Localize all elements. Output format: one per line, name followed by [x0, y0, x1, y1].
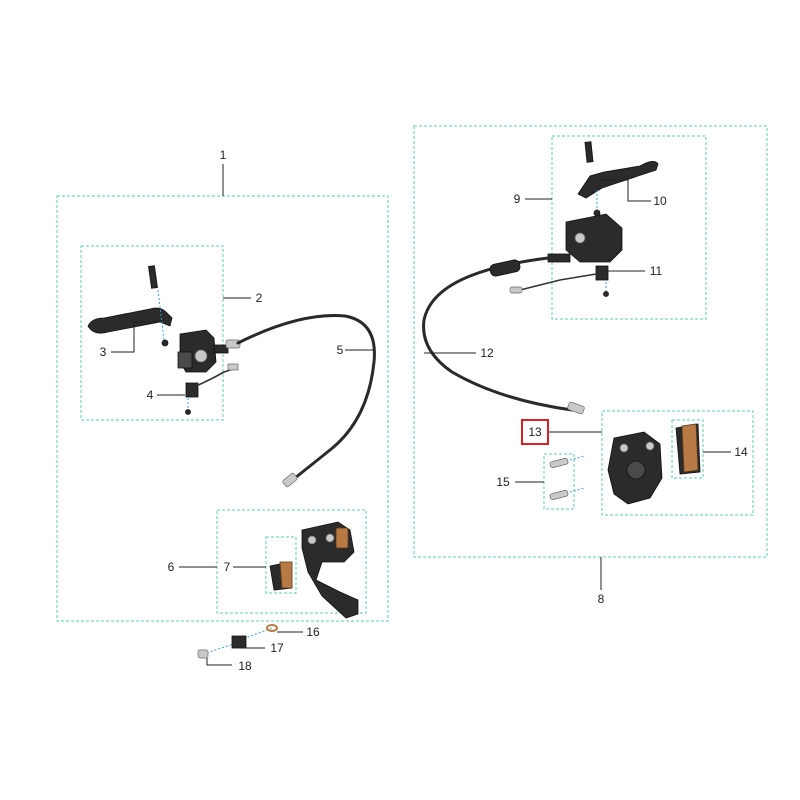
callout-2: 2 [256, 291, 263, 305]
rear-hose-sleeve [489, 259, 521, 277]
callout-12: 12 [480, 346, 494, 360]
callout-13: 13 [528, 425, 542, 439]
rear-caliper-box [601, 410, 754, 516]
master-cylinder-box [80, 245, 224, 421]
rear-caliper-bolts [549, 455, 585, 501]
callout-10: 10 [653, 194, 667, 208]
bracket-17 [231, 635, 247, 649]
rear-brake-hose [422, 256, 574, 412]
rear-pad-box [671, 419, 704, 479]
callout-5: 5 [337, 343, 344, 357]
front-brake-switch [185, 363, 239, 415]
rear-caliper [607, 431, 663, 505]
rear-hose-fitting [567, 401, 585, 415]
rear-brake-switch [509, 265, 609, 297]
callout-17: 17 [270, 641, 284, 655]
rear-master-cylinder [547, 213, 623, 263]
small-hardware-set [197, 624, 278, 659]
callout-1: 1 [220, 148, 227, 162]
front-master-cylinder [177, 329, 241, 373]
rear-master-cylinder-box [551, 135, 707, 320]
washer-16 [266, 624, 278, 632]
bolt-18 [197, 649, 209, 659]
callout-4: 4 [147, 388, 154, 402]
front-brake-pad [269, 561, 293, 591]
callout-9: 9 [514, 192, 521, 206]
callout-7: 7 [224, 560, 231, 574]
callout-8: 8 [598, 592, 605, 606]
rear-brake-lever [577, 141, 659, 217]
front-hose-fitting [282, 472, 298, 488]
front-brake-lever [87, 265, 173, 347]
front-caliper-box [216, 509, 367, 614]
rear-brake-assembly-box [413, 125, 768, 558]
callout-6: 6 [168, 560, 175, 574]
callout-15: 15 [496, 475, 510, 489]
leader-lines [111, 164, 731, 666]
front-caliper [301, 521, 359, 619]
front-brake-hose [236, 314, 376, 484]
callout-14: 14 [734, 445, 748, 459]
callout-18: 18 [238, 659, 252, 673]
callout-11: 11 [650, 264, 663, 278]
callout-13-highlight [521, 419, 549, 445]
front-pad-box [265, 536, 297, 594]
rear-brake-pad [675, 423, 701, 475]
callout-16: 16 [306, 625, 320, 639]
callout-3: 3 [100, 345, 107, 359]
